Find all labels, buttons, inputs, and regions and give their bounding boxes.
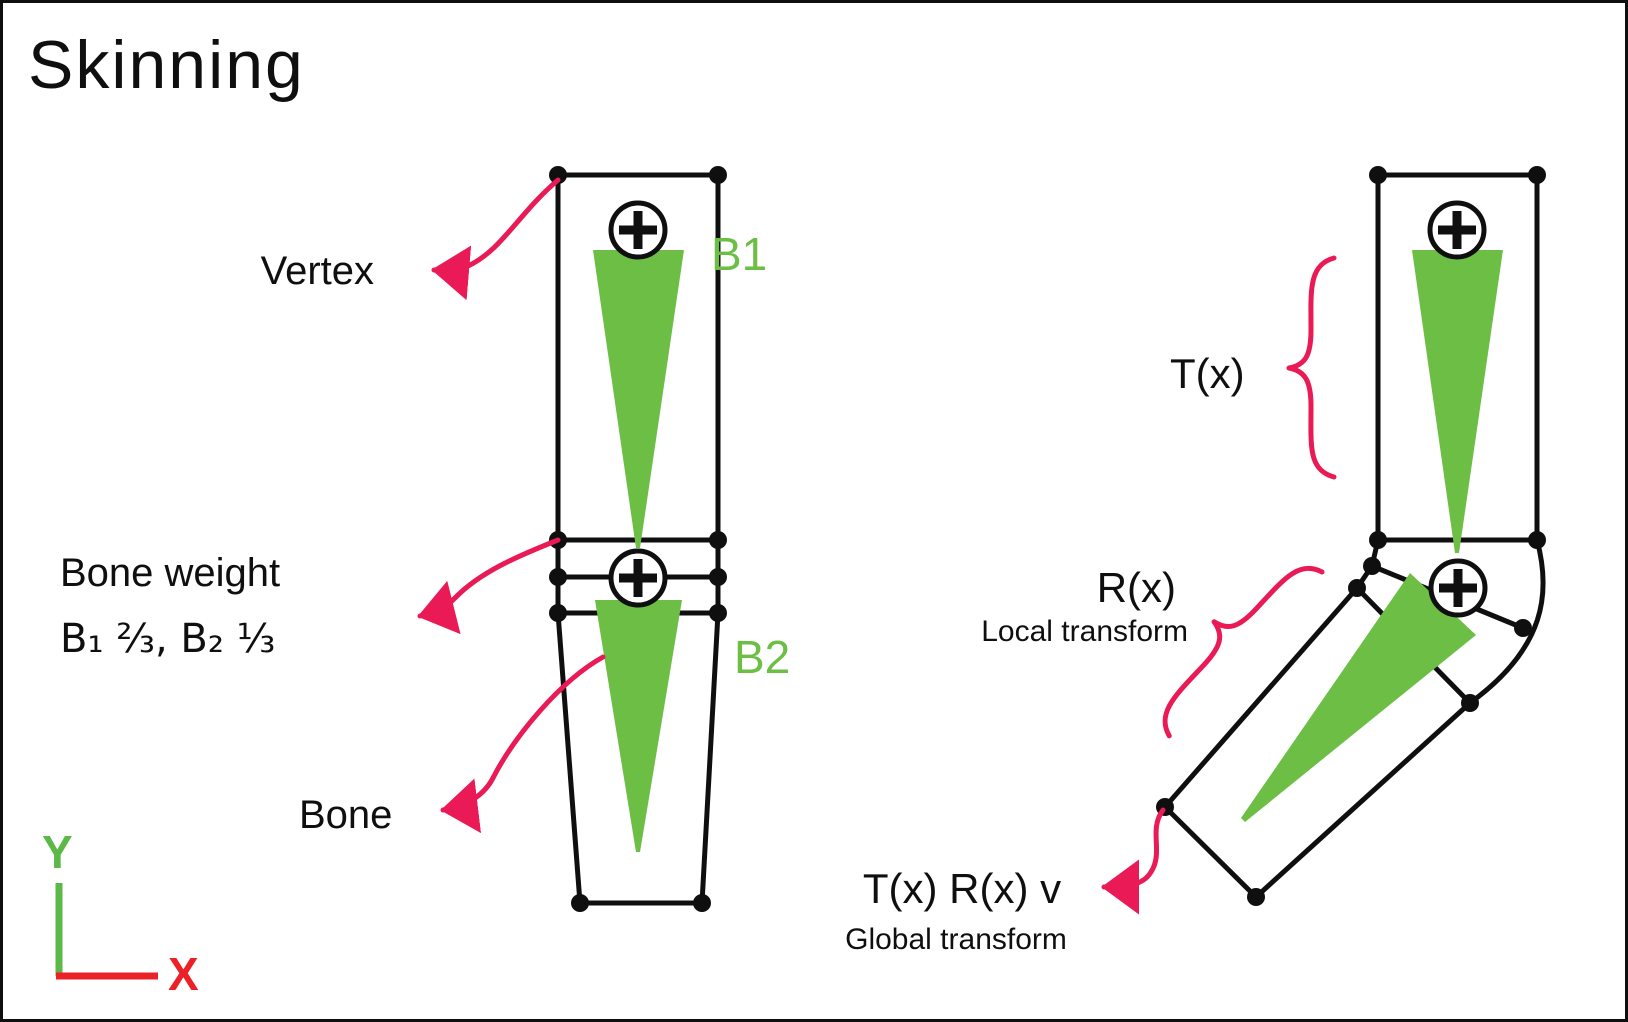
plus-icon [619,559,657,597]
bone-label: Bone [299,793,392,837]
local-transform-label: Local transform [981,615,1188,648]
bone-shape-b1 [593,250,684,548]
vertex-dot [1369,166,1387,184]
b2-label: B2 [734,631,790,683]
plus-icon [1439,569,1477,607]
bone-arrow [440,654,606,834]
right-bone-figure [1156,166,1546,906]
vertex-label: Vertex [261,249,374,293]
t-label: T(x) [1170,350,1245,397]
vertex-arrow [431,177,561,301]
axes-gizmo: Y X [42,826,199,1000]
bone-shape-rotated [1241,573,1476,822]
vertex-dot [1528,166,1546,184]
vertex-dot [1369,531,1387,549]
vertex-dot [709,568,727,586]
axis-y-label: Y [42,826,73,878]
r-brace-path [1162,565,1325,739]
vertex-dot [693,894,711,912]
vertex-dot [571,894,589,912]
global-transform-label: T(x) R(x) v [863,865,1061,912]
plus-icon [619,211,657,249]
vertex-dot [549,604,567,622]
r-brace [1162,565,1325,739]
bone-shape-upper [1412,250,1503,553]
left-bone-figure: B1 B2 [549,166,790,912]
bone-weight-label-line2: B₁ ⅔, B₂ ⅓ [60,616,275,662]
plus-icon [1438,211,1476,249]
t-brace [1286,255,1337,480]
axis-x-label: X [168,948,199,1000]
r-label: R(x) [1097,564,1176,611]
bone-weight-arrow [417,537,561,635]
vertex-dot [709,604,727,622]
global-transform-sublabel: Global transform [845,923,1067,956]
vertex-dot [1514,619,1532,637]
bone-shape-b2 [595,600,682,852]
vertex-dot [549,568,567,586]
vertex-dot [1247,888,1265,906]
page-title: Skinning [28,27,305,103]
right-figure-vertex-dots [1156,166,1546,906]
b1-label: B1 [711,228,767,280]
vertex-dot [709,166,727,184]
vertex-dot [1461,694,1479,712]
vertex-dot [1528,531,1546,549]
bone-weight-label-line1: Bone weight [60,551,280,595]
vertex-dot [1348,579,1366,597]
vertex-dot [709,531,727,549]
vertex-dot [549,166,567,184]
vertex-dot [1363,557,1381,575]
global-transform-arrow [1101,807,1166,915]
